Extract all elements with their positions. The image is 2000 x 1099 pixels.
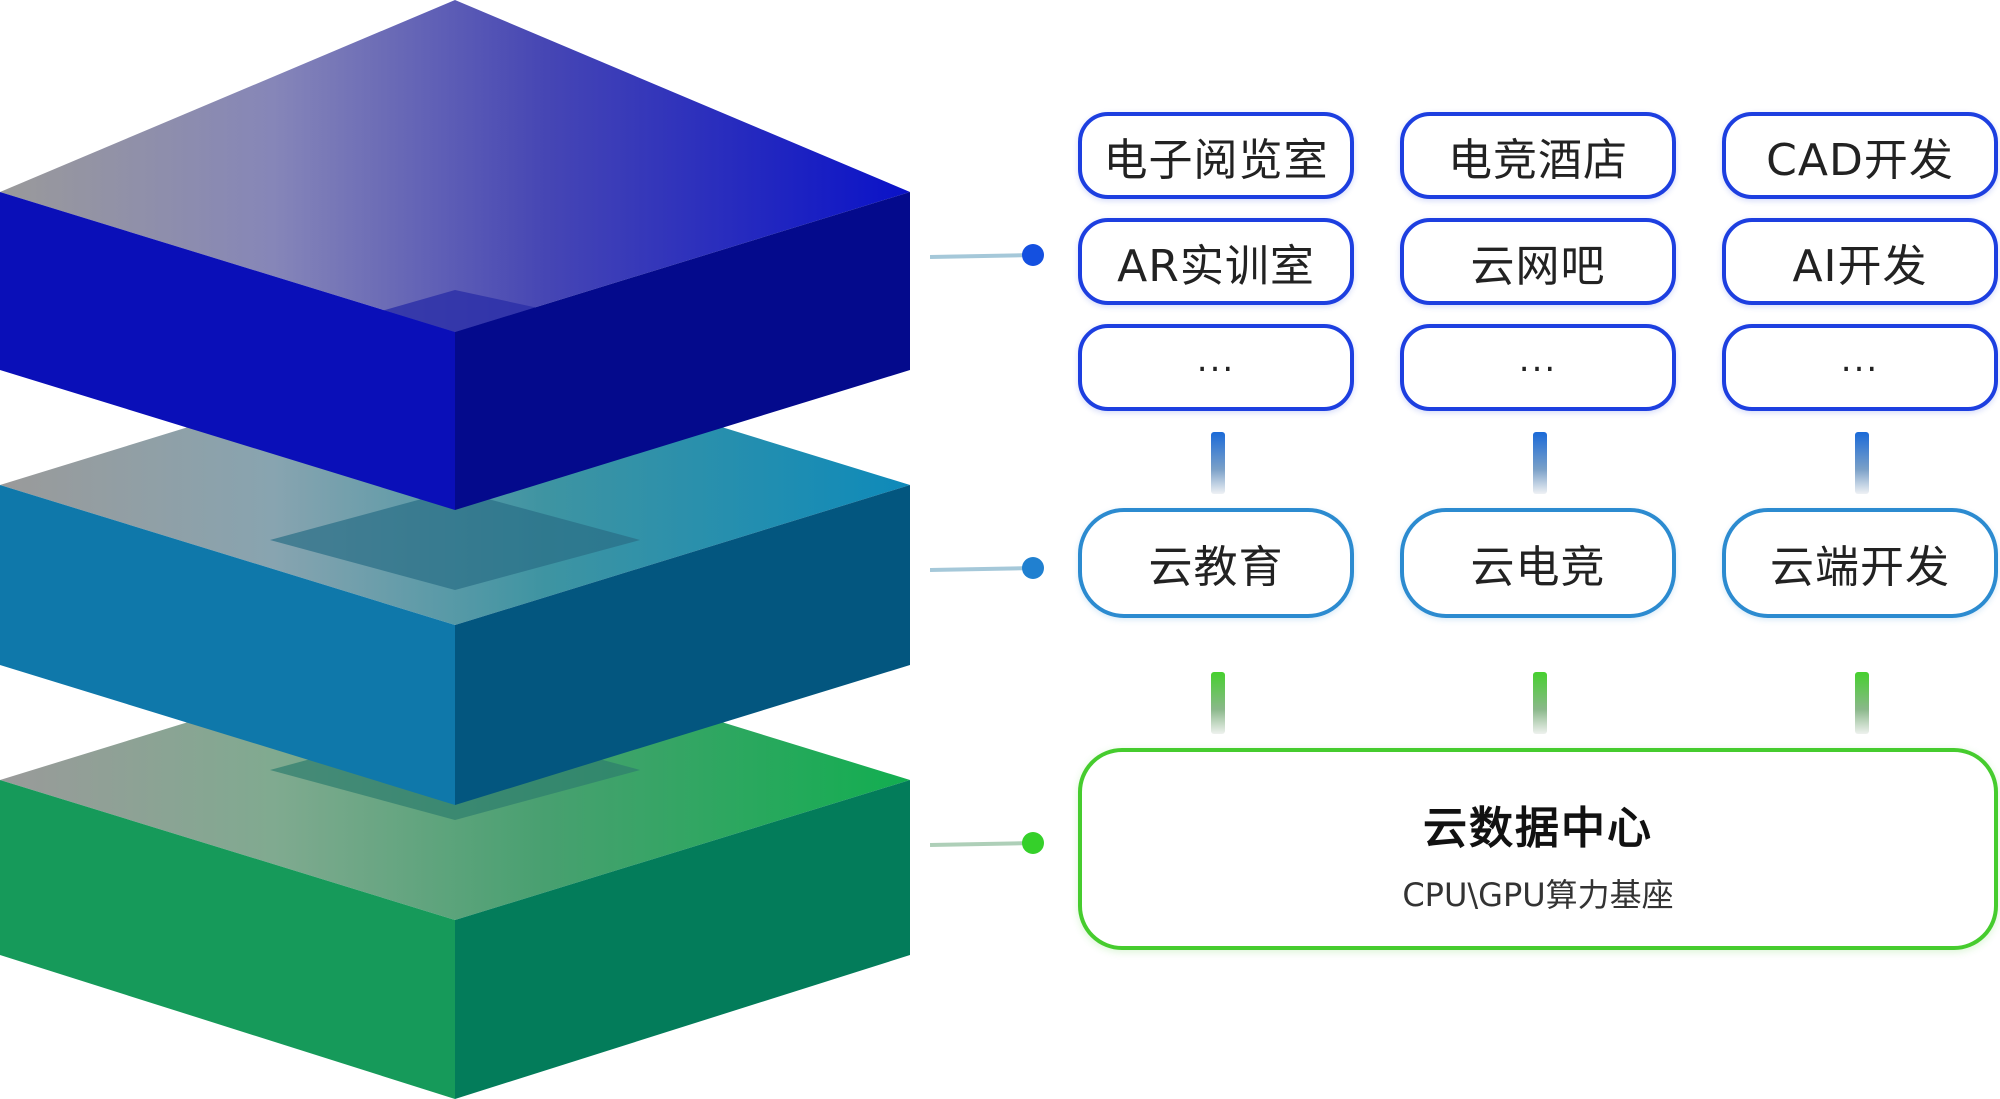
platform-pill: 云电竞	[1400, 508, 1676, 618]
connector-dash-icon	[1211, 432, 1225, 494]
app-pill: AR实训室	[1078, 218, 1354, 305]
layer-blue-3d	[0, 0, 910, 510]
leader-blue	[930, 244, 1044, 266]
app-pill: CAD开发	[1722, 112, 1998, 199]
leader-dot-icon	[1022, 244, 1044, 266]
app-pill: 电子阅览室	[1078, 112, 1354, 199]
app-pill-more: ...	[1722, 324, 1998, 411]
connector-dash-icon	[1855, 672, 1869, 734]
datacenter-subtitle: CPU\GPU算力基座	[1402, 876, 1674, 914]
leader-green	[930, 832, 1044, 854]
app-pill: 云网吧	[1400, 218, 1676, 305]
connector-dash-icon	[1533, 672, 1547, 734]
app-pill: AI开发	[1722, 218, 1998, 305]
datacenter-title: 云数据中心	[1423, 803, 1653, 854]
leader-teal	[930, 557, 1044, 579]
connector-dash-icon	[1855, 432, 1869, 494]
ellipsis: ...	[1840, 339, 1880, 380]
leader-dot-icon	[1022, 557, 1044, 579]
app-pill-more: ...	[1400, 324, 1676, 411]
app-pill: 电竞酒店	[1400, 112, 1676, 199]
app-pill-more: ...	[1078, 324, 1354, 411]
ellipsis: ...	[1518, 339, 1558, 380]
ellipsis: ...	[1196, 339, 1236, 380]
layer-stack-illustration	[0, 0, 910, 1099]
platform-pill: 云教育	[1078, 508, 1354, 618]
leader-dot-icon	[1022, 832, 1044, 854]
connector-dash-icon	[1533, 432, 1547, 494]
platform-pill: 云端开发	[1722, 508, 1998, 618]
connector-dash-icon	[1211, 672, 1225, 734]
datacenter-box: 云数据中心 CPU\GPU算力基座	[1078, 748, 1998, 950]
